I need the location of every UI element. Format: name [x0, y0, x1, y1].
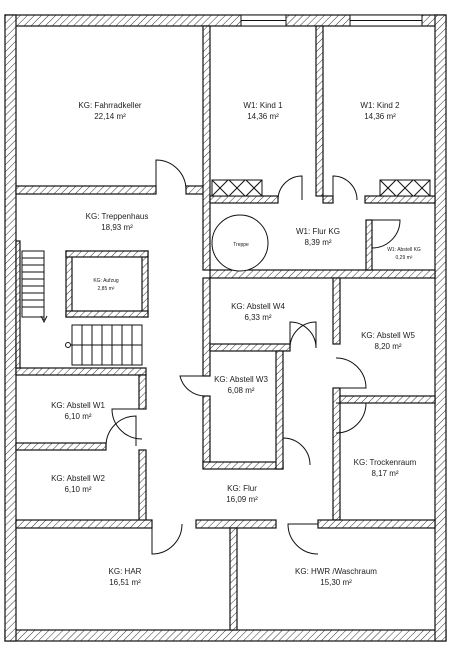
- interior-walls: [15, 25, 436, 631]
- duct-boxes: [211, 179, 431, 197]
- room-label-abstellw3: KG: Abstell W3: [214, 375, 268, 384]
- room-label-abstellkg: W1: Abstell KG: [387, 247, 421, 253]
- room-label-abstellw4: KG: Abstell W4: [231, 302, 285, 311]
- room-area-trockenraum: 8,17 m²: [371, 469, 398, 478]
- room-label-flur: KG: Flur: [227, 484, 257, 493]
- room-label-trockenraum: KG: Trockenraum: [354, 458, 417, 467]
- room-area-abstellw5: 8,20 m²: [374, 342, 401, 351]
- room-label-har: KG: HAR: [109, 567, 142, 576]
- room-area-har: 16,51 m²: [109, 578, 141, 587]
- door-swings: [105, 159, 401, 555]
- room-area-kind1: 14,36 m²: [247, 112, 279, 121]
- room-label-kind1: W1: Kind 1: [243, 101, 283, 110]
- room-label-aufzug: KG: Aufzug: [93, 278, 119, 284]
- room-area-abstellw1: 6,10 m²: [64, 412, 91, 421]
- room-area-abstellw2: 6,10 m²: [64, 485, 91, 494]
- staircase: [21, 250, 143, 366]
- outer-walls: [4, 14, 447, 642]
- room-area-abstellkg: 0,29 m²: [396, 255, 413, 261]
- room-area-flurkg: 8,39 m²: [304, 238, 331, 247]
- wall-east: [434, 14, 447, 642]
- room-area-flur: 16,09 m²: [226, 495, 258, 504]
- room-labels: KG: Fahrradkeller 22,14 m² W1: Kind 1 14…: [51, 101, 421, 587]
- stair-circle: [211, 214, 269, 272]
- room-label-kind2: W1: Kind 2: [360, 101, 400, 110]
- stair-label: Treppe: [233, 242, 249, 248]
- room-label-abstellw1: KG: Abstell W1: [51, 401, 105, 410]
- room-label-abstellw2: KG: Abstell W2: [51, 474, 105, 483]
- room-area-treppenhaus: 18,93 m²: [101, 223, 133, 232]
- room-label-flurkg: W1: Flur KG: [296, 227, 340, 236]
- room-area-fahrradkeller: 22,14 m²: [94, 112, 126, 121]
- windows: [240, 14, 423, 27]
- room-area-abstellw3: 6,08 m²: [227, 386, 254, 395]
- wall-south: [4, 629, 447, 642]
- room-label-abstellw5: KG: Abstell W5: [361, 331, 415, 340]
- room-area-kind2: 14,36 m²: [364, 112, 396, 121]
- room-label-treppenhaus: KG: Treppenhaus: [86, 212, 149, 221]
- room-label-fahrradkeller: KG: Fahrradkeller: [78, 101, 141, 110]
- room-area-aufzug: 2,85 m²: [98, 286, 115, 292]
- room-area-abstellw4: 6,33 m²: [244, 313, 271, 322]
- wall-west: [4, 14, 17, 642]
- room-area-hwr: 15,30 m²: [320, 578, 352, 587]
- room-label-hwr: KG: HWR /Waschraum: [295, 567, 377, 576]
